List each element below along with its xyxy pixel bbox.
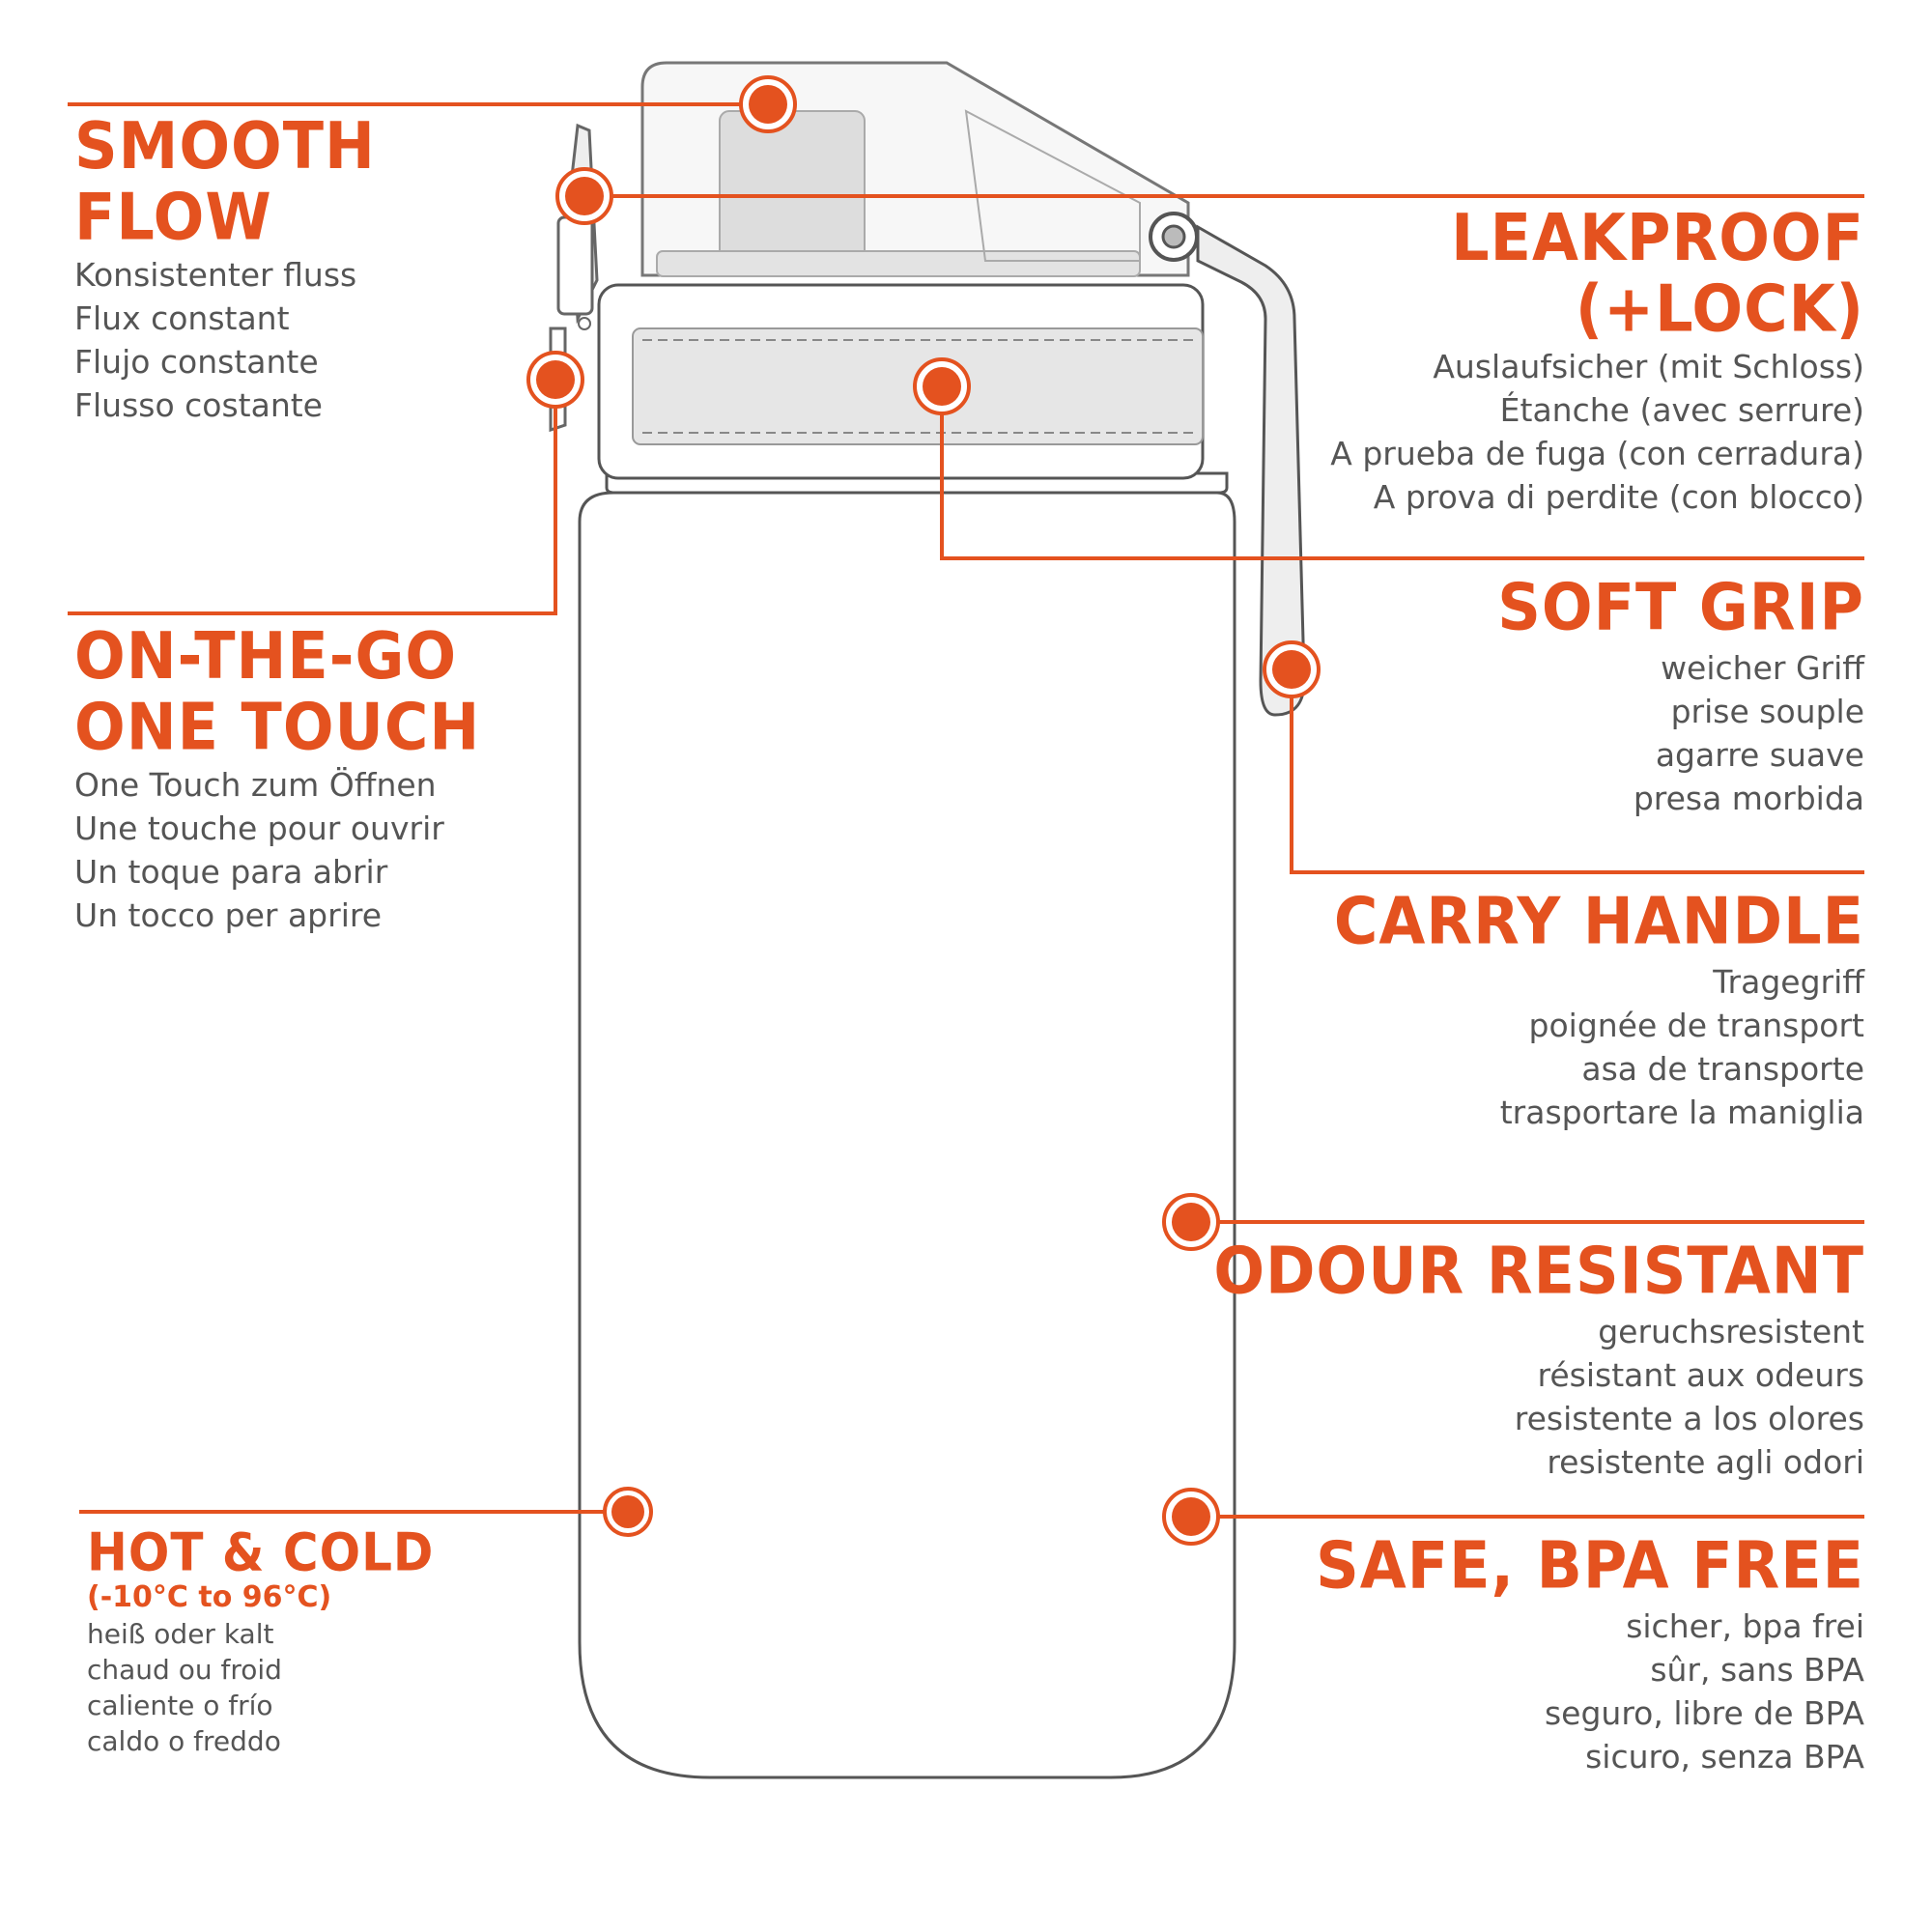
feature-leakproof: LEAKPROOF (+LOCK) Auslaufsicher (mit Sch… — [1236, 202, 1864, 519]
translations: weicher Griff prise souple agarre suave … — [1333, 646, 1864, 820]
feature-safe-bpa-free: SAFE, BPA FREE sicher, bpa frei sûr, san… — [1208, 1527, 1864, 1778]
translations: One Touch zum Öffnen Une touche pour ouv… — [74, 763, 577, 937]
feature-carry-handle: CARRY HANDLE Tragegriff poignée de trans… — [1285, 883, 1864, 1134]
translation-de: Auslaufsicher (mit Schloss) — [1433, 348, 1864, 386]
translation-es: caliente o frío — [87, 1690, 273, 1721]
feature-title: SOFT GRIP — [1497, 569, 1864, 645]
translation-es: Flujo constante — [74, 343, 319, 382]
translation-es: A prueba de fuga (con cerradura) — [1330, 435, 1864, 473]
feature-title: HOT & COLD — [87, 1521, 435, 1583]
feature-title: ON-THE-GO ONE TOUCH — [74, 617, 481, 765]
translation-de: One Touch zum Öffnen — [74, 766, 437, 805]
translations: Tragegriff poignée de transport asa de t… — [1285, 960, 1864, 1134]
feature-title: SMOOTH FLOW — [74, 107, 376, 255]
feature-soft-grip: SOFT GRIP weicher Griff prise souple aga… — [1333, 569, 1864, 820]
translation-fr: prise souple — [1670, 693, 1864, 731]
feature-title: SAFE, BPA FREE — [1316, 1527, 1864, 1604]
translation-de: sicher, bpa frei — [1626, 1607, 1864, 1646]
bottle-body — [578, 491, 1236, 1779]
callout-dot-smooth-flow — [739, 75, 797, 133]
translation-fr: Flux constant — [74, 299, 290, 338]
translation-de: weicher Griff — [1661, 649, 1864, 688]
translation-es: resistente a los olores — [1514, 1400, 1864, 1438]
feature-title: CARRY HANDLE — [1333, 883, 1864, 959]
translation-it: presa morbida — [1633, 780, 1864, 818]
translation-es: agarre suave — [1655, 736, 1864, 775]
translation-it: caldo o freddo — [87, 1725, 281, 1757]
translation-es: asa de transporte — [1581, 1050, 1864, 1089]
callout-line-on-the-go — [68, 380, 557, 615]
feature-hot-cold: HOT & COLD (-10°C to 96°C) heiß oder kal… — [87, 1521, 551, 1759]
translation-es: seguro, libre de BPA — [1544, 1694, 1864, 1733]
translations: sicher, bpa frei sûr, sans BPA seguro, l… — [1208, 1605, 1864, 1778]
translations: heiß oder kalt chaud ou froid caliente o… — [87, 1616, 551, 1759]
translation-fr: chaud ou froid — [87, 1654, 282, 1686]
translation-de: Tragegriff — [1713, 963, 1864, 1002]
translation-de: geruchsresistent — [1598, 1313, 1864, 1351]
temperature-range: (-10°C to 96°C) — [87, 1580, 332, 1614]
translation-fr: sûr, sans BPA — [1650, 1651, 1864, 1690]
translation-it: sicuro, senza BPA — [1585, 1738, 1864, 1776]
feature-on-the-go: ON-THE-GO ONE TOUCH One Touch zum Öffnen… — [74, 620, 577, 937]
translation-fr: Étanche (avec serrure) — [1499, 391, 1864, 430]
callout-dot-soft-grip — [913, 357, 971, 415]
carry-handle — [1196, 224, 1306, 717]
translation-it: A prova di perdite (con blocco) — [1373, 478, 1864, 517]
callout-dot-safe — [1162, 1488, 1220, 1546]
feature-smooth-flow: SMOOTH FLOW Konsistenter fluss Flux cons… — [74, 110, 577, 427]
callout-dot-on-the-go — [526, 351, 584, 409]
translation-it: Un tocco per aprire — [74, 896, 383, 935]
callout-dot-odour — [1162, 1193, 1220, 1251]
translation-fr: résistant aux odeurs — [1537, 1356, 1864, 1395]
feature-title: ODOUR RESISTANT — [1213, 1233, 1864, 1309]
feature-odour-resistant: ODOUR RESISTANT geruchsresistent résista… — [1208, 1233, 1864, 1484]
translation-it: resistente agli odori — [1547, 1443, 1864, 1482]
callout-dot-leakproof — [555, 167, 613, 225]
callout-line-carry-handle — [1290, 669, 1864, 874]
translation-fr: poignée de transport — [1528, 1007, 1864, 1045]
translations: Auslaufsicher (mit Schloss) Étanche (ave… — [1236, 345, 1864, 519]
translation-it: Flusso costante — [74, 386, 323, 425]
callout-dot-carry-handle — [1263, 640, 1321, 698]
translation-fr: Une touche pour ouvrir — [74, 810, 444, 848]
feature-title: LEAKPROOF (+LOCK) — [1451, 199, 1864, 347]
translation-es: Un toque para abrir — [74, 853, 388, 892]
translation-de: Konsistenter fluss — [74, 256, 357, 295]
translations: geruchsresistent résistant aux odeurs re… — [1208, 1310, 1864, 1484]
callout-dot-hot-cold — [603, 1487, 653, 1537]
translation-de: heiß oder kalt — [87, 1618, 274, 1650]
translations: Konsistenter fluss Flux constant Flujo c… — [74, 253, 577, 427]
callout-line-soft-grip — [940, 386, 1864, 560]
translation-it: trasportare la maniglia — [1499, 1094, 1864, 1132]
